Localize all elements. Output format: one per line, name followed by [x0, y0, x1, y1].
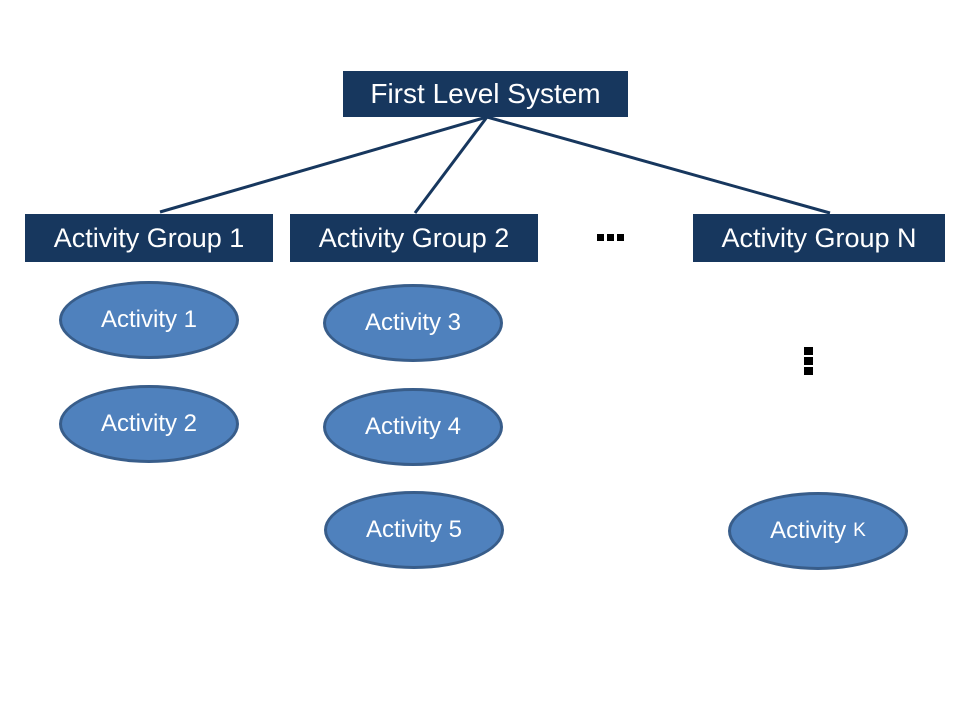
connector-line-group-n — [486, 115, 831, 215]
ellipsis-dot — [804, 367, 813, 375]
activity-node-label: Activity 2 — [100, 410, 198, 437]
activity-node-4: Activity 4 — [323, 388, 503, 466]
group-node-label: Activity Group 2 — [318, 222, 510, 253]
group-node-label: Activity Group 1 — [53, 222, 245, 253]
ellipsis-dot — [597, 234, 604, 241]
vertical-ellipsis-icon — [804, 347, 813, 375]
activity-node-3: Activity 3 — [323, 284, 503, 362]
activity-node-label: Activity 5 — [365, 516, 463, 543]
group-node-label: Activity Group N — [721, 222, 917, 253]
root-node-label: First Level System — [370, 78, 601, 109]
group-node-2: Activity Group 2 — [290, 214, 538, 262]
root-node-first-level-system: First Level System — [343, 71, 628, 117]
activity-node-k: Activity K — [728, 492, 908, 570]
activity-node-1: Activity 1 — [59, 281, 239, 359]
activity-node-5: Activity 5 — [324, 491, 504, 569]
activity-node-label-suffix: K — [853, 520, 866, 541]
ellipsis-dot — [804, 357, 813, 365]
activity-node-2: Activity 2 — [59, 385, 239, 463]
connector-line-group-2 — [413, 116, 489, 214]
ellipsis-dot — [804, 347, 813, 355]
activity-node-label: Activity 1 — [100, 306, 198, 333]
activity-node-label: Activity — [770, 517, 847, 544]
activity-node-label: Activity 3 — [364, 309, 462, 336]
horizontal-ellipsis-icon — [597, 234, 624, 241]
group-node-n: Activity Group N — [693, 214, 945, 262]
ellipsis-dot — [617, 234, 624, 241]
connector-line-group-1 — [159, 115, 488, 214]
ellipsis-dot — [607, 234, 614, 241]
activity-node-label: Activity 4 — [364, 413, 462, 440]
group-node-1: Activity Group 1 — [25, 214, 273, 262]
